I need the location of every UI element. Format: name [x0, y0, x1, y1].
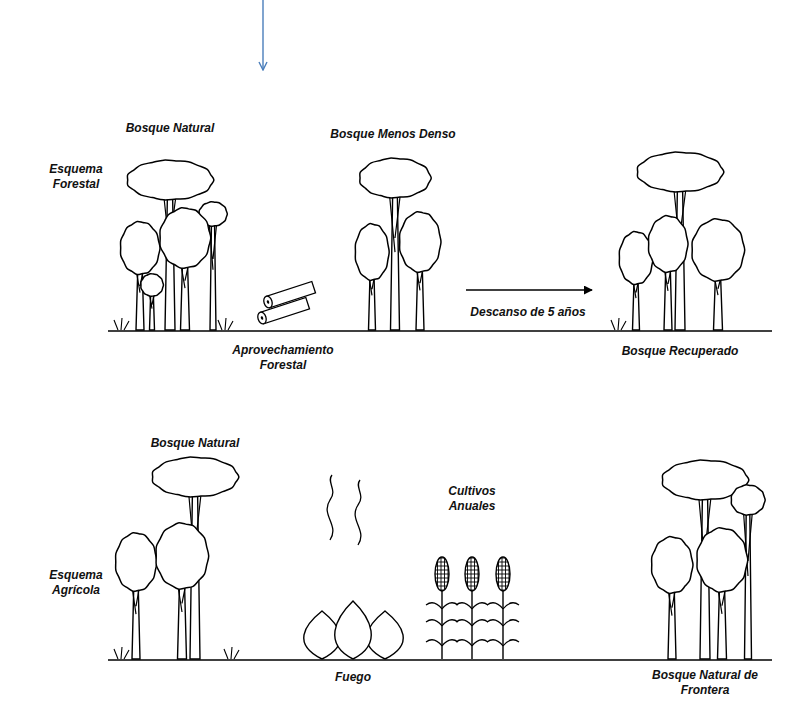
tree [156, 523, 209, 659]
stage-label: Bosque Natural [151, 436, 240, 451]
corn-plant [426, 554, 458, 659]
tree [152, 457, 239, 659]
grass [611, 318, 626, 330]
smoke [355, 480, 361, 545]
stage-label: Bosque Menos Denso [330, 127, 455, 142]
tree [141, 274, 164, 330]
corn-plant [487, 554, 519, 659]
stage-label: Bosque Recuperado [622, 344, 739, 359]
stage-label: Bosque Natural [126, 121, 215, 136]
flame [335, 601, 372, 659]
stage-label: Aprovechamiento Forestal [227, 343, 339, 373]
grass [114, 647, 129, 659]
tree [355, 224, 389, 330]
grass [114, 318, 129, 330]
tree [649, 216, 689, 330]
corn-plant [456, 554, 488, 659]
grass [218, 318, 233, 330]
log [262, 281, 315, 308]
tree [652, 537, 693, 659]
pointer-arrow [262, 0, 263, 70]
tree [400, 212, 441, 330]
stage-label: Bosque Natural de Frontera [646, 668, 764, 698]
tree [160, 208, 211, 330]
arrow-label: Descanso de 5 años [470, 305, 585, 320]
stage-label: Cultivos Anuales [436, 484, 508, 514]
smoke [327, 475, 333, 540]
stage-label: Fuego [335, 670, 371, 685]
grass [224, 647, 239, 659]
tree [692, 219, 745, 330]
tree [116, 533, 157, 659]
scheme-label: Esquema Agrícola [44, 568, 108, 598]
scheme-label: Esquema Forestal [44, 162, 108, 192]
flame [367, 611, 404, 659]
tree [697, 528, 748, 659]
rest-arrow [466, 289, 592, 290]
